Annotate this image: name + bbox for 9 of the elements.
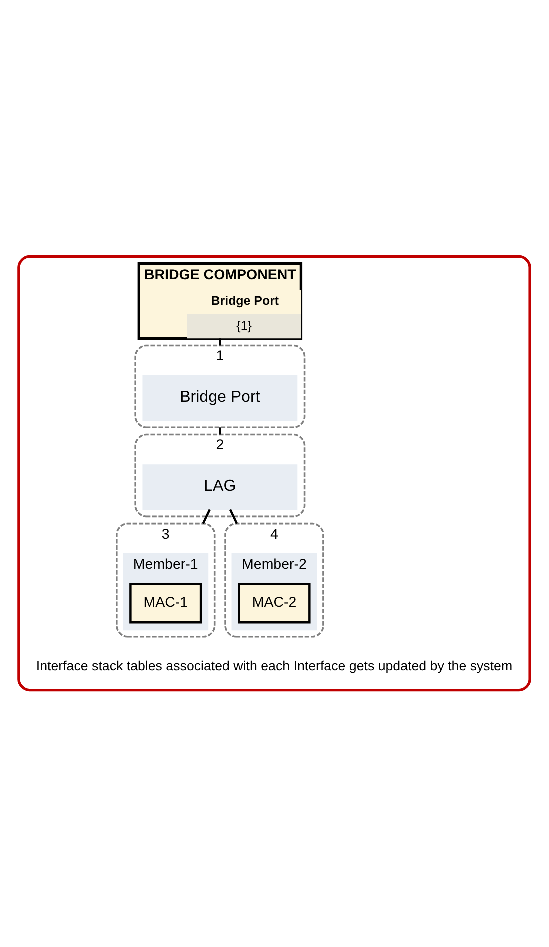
node-box: MAC-1	[130, 583, 202, 624]
connector	[202, 509, 211, 524]
connector	[219, 338, 222, 346]
connector	[219, 428, 222, 435]
connector	[229, 509, 238, 524]
cluster	[18, 255, 532, 692]
node-box: MAC-2	[238, 583, 311, 624]
node-box: LAG	[142, 464, 298, 510]
label: Interface stack tables associated with each Interface gets updated by the system	[36, 658, 513, 674]
